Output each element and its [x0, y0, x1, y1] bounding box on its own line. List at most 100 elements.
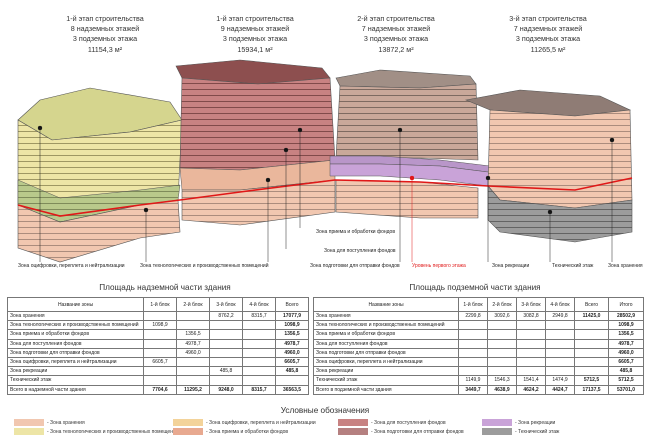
stage-area: 13872,2 м² — [378, 44, 414, 54]
cell: 4960,0 — [176, 347, 210, 358]
col-header: 2-й блок — [176, 297, 210, 312]
cell — [516, 347, 546, 358]
legend-swatch — [173, 428, 203, 435]
stage-area: 11265,5 м² — [530, 44, 566, 54]
cell: 4978,7 — [176, 338, 210, 349]
cell: 6605,7 — [608, 356, 644, 368]
cell — [574, 347, 609, 358]
cell: Зона рекреации — [313, 366, 459, 377]
callout-tech-floor: Технический этаж — [552, 263, 594, 269]
table-row: Технический этаж — [7, 375, 309, 386]
below-ground-area-table: Название зоны 1-й блок 2-й блок 3-й блок… — [313, 297, 644, 395]
first-floor-line — [17, 177, 633, 217]
col-header: 3-й блок — [516, 297, 546, 312]
legend-label: - Зона приема и обработки фондов — [206, 428, 289, 435]
cell: 1356,5 — [176, 329, 210, 340]
table-row: Зона технологических и производственных … — [7, 320, 309, 331]
legend-swatch — [338, 419, 368, 426]
cell — [176, 366, 210, 377]
below-table-title: Площадь подземной части здания — [409, 283, 541, 292]
col-header: 1-й блок — [458, 297, 488, 312]
col-header: 4-й блок — [242, 297, 276, 312]
cell: 1098,9 — [143, 320, 177, 331]
legend-item-receive: - Зона приема и обработки фондов — [173, 428, 288, 435]
cell: 1546,3 — [487, 375, 517, 386]
cell: 2949,8 — [545, 310, 575, 322]
legend-item-recreation: - Зона рекреации — [482, 419, 555, 426]
cell — [487, 329, 517, 340]
cell — [209, 356, 243, 368]
col-header: 4-й блок — [545, 297, 575, 312]
cell — [487, 366, 517, 377]
stage-caption-2: 1-й этап строительства 9 надземных этаже… — [190, 14, 320, 55]
above-ground-area-table: Название зоны 1-й блок 2-й блок 3-й блок… — [7, 297, 309, 395]
stage-underground: 3 подземных этажа — [515, 34, 581, 44]
cell: 4978,7 — [608, 338, 644, 349]
cell: 1098,9 — [608, 320, 644, 331]
cell — [242, 356, 276, 368]
cell: 3449,7 — [458, 384, 488, 395]
stage-area: 11154,3 м² — [87, 44, 123, 54]
table-row: Зона оцифровки, переплета и нейтрализаци… — [7, 356, 309, 368]
building-diagram — [17, 59, 633, 263]
cell: Зона хранения — [7, 310, 144, 322]
legend-swatch — [482, 419, 512, 426]
cell — [242, 338, 276, 349]
cell: 6605,7 — [275, 356, 309, 368]
stage-title: 3-й этап строительства — [509, 14, 587, 23]
stage-title: 1-й этап строительства — [66, 14, 144, 23]
col-header: 3-й блок — [209, 297, 243, 312]
cell: Зона приема и обработки фондов — [7, 329, 144, 340]
cell — [487, 347, 517, 358]
block-3-front — [335, 83, 479, 161]
cell: 485,8 — [209, 366, 243, 377]
legend-swatch — [482, 428, 512, 435]
cell — [458, 366, 488, 377]
stage-underground: 3 подземных этажа — [72, 34, 138, 44]
cell — [143, 338, 177, 349]
legend-item-storage: - Зона хранения — [14, 419, 85, 426]
stage-area: 15934,1 м² — [237, 44, 273, 54]
cell — [487, 320, 517, 331]
cell — [458, 347, 488, 358]
legend-label: - Технический этаж — [515, 428, 560, 435]
col-header: Всего — [574, 297, 609, 312]
legend-item-intake: - Зона для поступления фондов — [338, 419, 446, 426]
cell: 9248,0 — [209, 384, 243, 395]
cell: 17137,5 — [574, 384, 609, 395]
cell: 6605,7 — [143, 356, 177, 368]
cell — [487, 338, 517, 349]
cell — [242, 329, 276, 340]
legend-swatch — [14, 419, 44, 426]
cell: 5712,5 — [574, 375, 609, 386]
block-1 — [17, 87, 183, 263]
cell — [143, 310, 177, 322]
legend-label: - Зона оцифровки, переплета и нейтрализа… — [206, 419, 316, 426]
cell: 1541,4 — [516, 375, 546, 386]
legend-item-prep: - Зона подготовки для отправки фондов — [338, 428, 464, 435]
cell — [545, 329, 575, 340]
cell — [545, 338, 575, 349]
stage-floors: 7 надземных этажей — [361, 24, 431, 34]
cell: 4624,2 — [516, 384, 546, 395]
cell — [574, 338, 609, 349]
callout-recreation: Зона рекреации — [492, 263, 530, 269]
cell — [545, 356, 575, 368]
cell — [458, 320, 488, 331]
cell: 3092,6 — [487, 310, 517, 322]
cell: 1474,9 — [545, 375, 575, 386]
cell — [143, 366, 177, 377]
cell — [275, 375, 309, 386]
cell — [516, 338, 546, 349]
cell: 17077,9 — [275, 310, 309, 322]
cell: 485,8 — [275, 366, 309, 377]
legend-item-scan: - Зона оцифровки, переплета и нейтрализа… — [173, 419, 316, 426]
cell — [574, 320, 609, 331]
